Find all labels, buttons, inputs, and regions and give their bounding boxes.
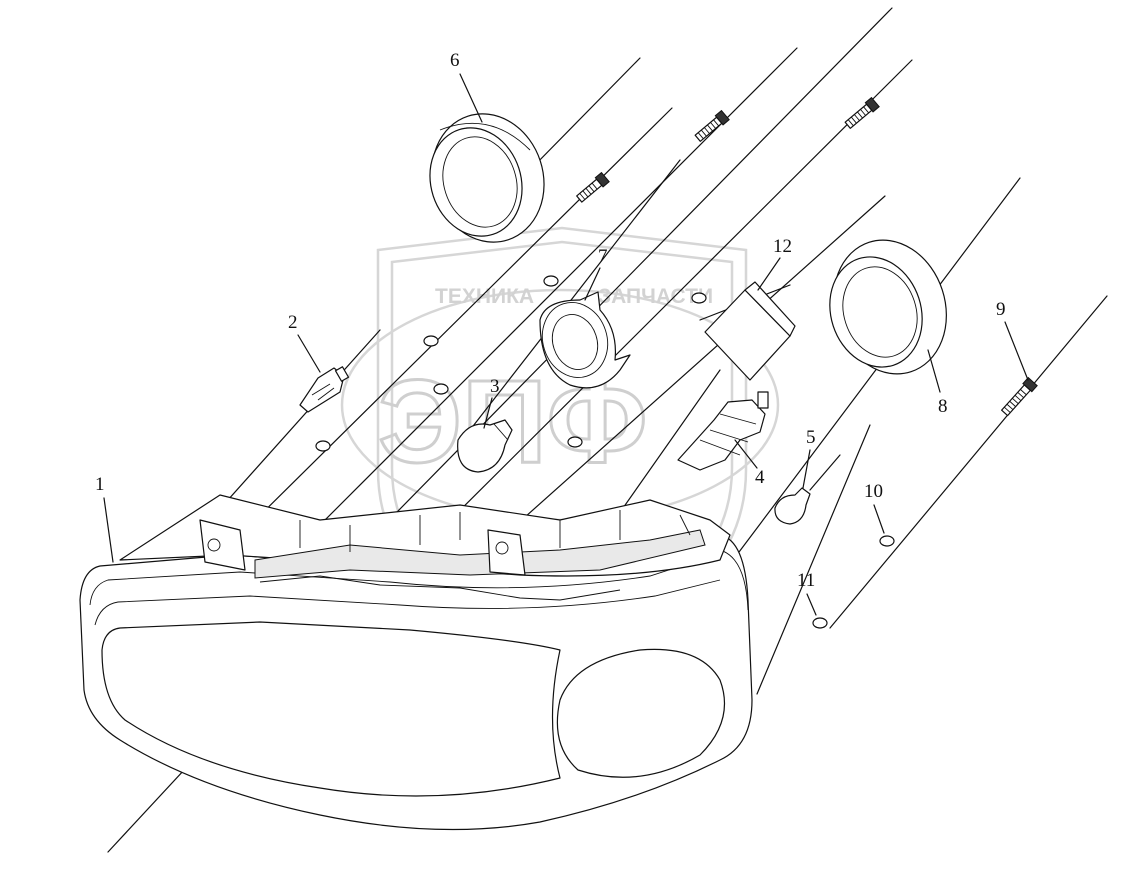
washer-10 — [879, 535, 895, 547]
bulb-4 — [677, 391, 769, 471]
callout-12: 12 — [773, 236, 792, 257]
label-leaders — [103, 73, 1029, 616]
callout-5: 5 — [806, 427, 816, 448]
callout-10: 10 — [864, 481, 883, 502]
bulb-3 — [457, 419, 513, 473]
bulb-5 — [774, 487, 811, 525]
callout-6: 6 — [450, 50, 460, 71]
bulb-2 — [299, 366, 350, 413]
screws — [576, 96, 1038, 417]
callout-11: 11 — [797, 570, 815, 591]
washers — [315, 275, 895, 629]
callout-1: 1 — [95, 474, 105, 495]
headlamp-housing — [79, 494, 753, 831]
connector-12 — [704, 281, 796, 381]
lamp-holder-7 — [539, 291, 631, 389]
callout-7: 7 — [598, 246, 608, 267]
callout-3: 3 — [490, 376, 500, 397]
callout-labels: 1 2 3 4 5 6 7 8 9 10 11 12 — [95, 50, 1006, 591]
watermark-text-left: ТЕХНИКА — [435, 285, 534, 308]
screw-c — [844, 96, 880, 129]
callout-2: 2 — [288, 312, 298, 333]
screw-a — [576, 171, 610, 203]
screw-b — [694, 109, 730, 142]
reflector-ring-6 — [429, 113, 545, 243]
screw-9 — [1001, 376, 1038, 417]
callout-4: 4 — [755, 467, 765, 488]
reflector-ring-8 — [829, 239, 947, 375]
callout-8: 8 — [938, 396, 948, 417]
watermark-text-right: ЗАПЧАСТИ — [598, 285, 713, 308]
callout-9: 9 — [996, 299, 1006, 320]
washer-11 — [812, 617, 828, 629]
